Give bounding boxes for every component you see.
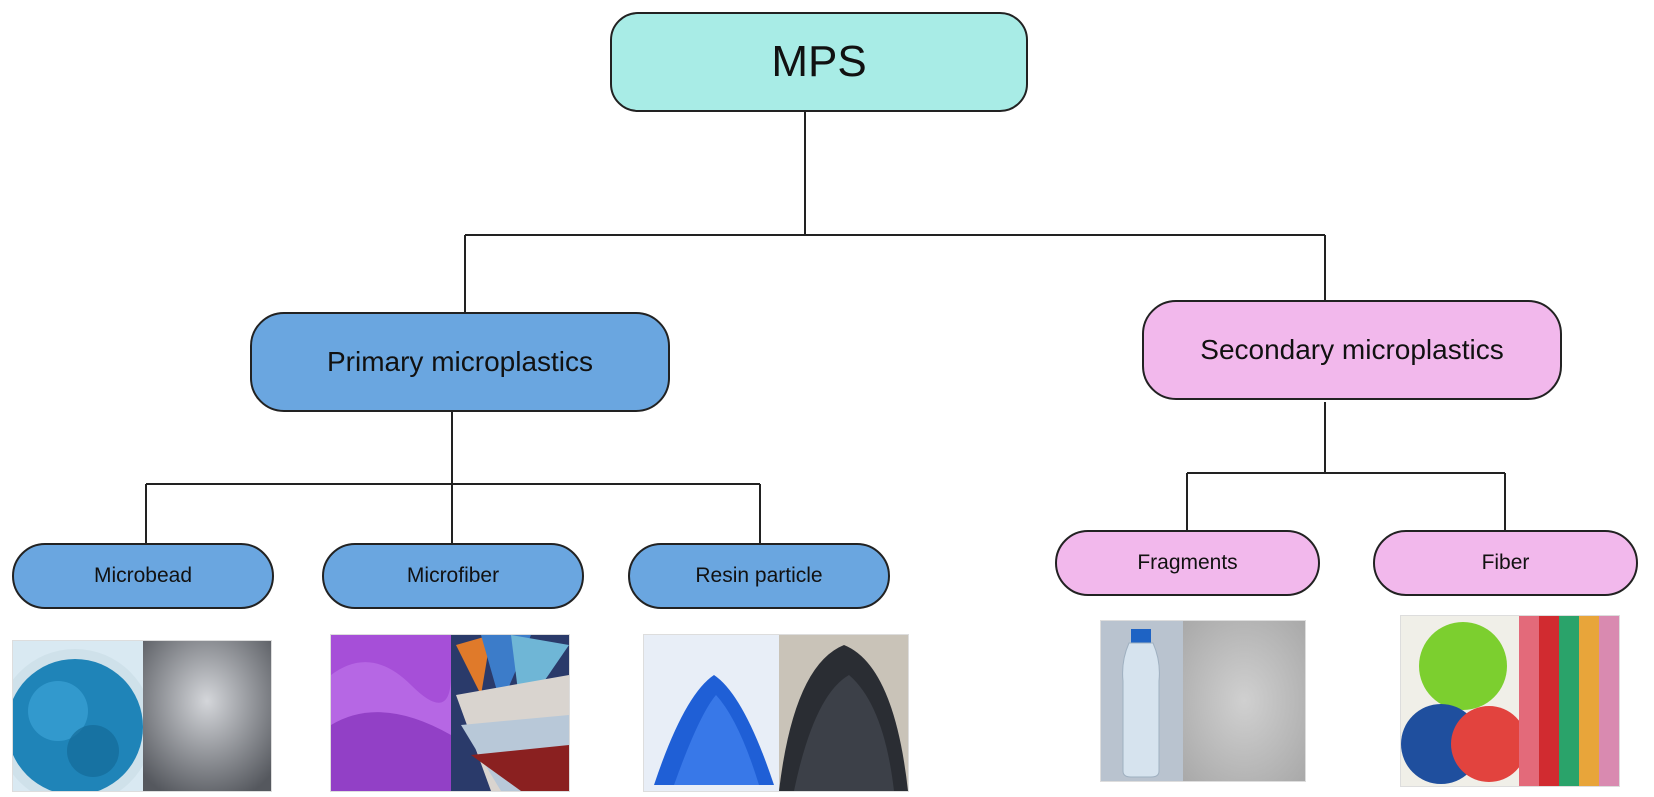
- microbead-photo: [12, 640, 272, 792]
- root-node: MPS: [610, 12, 1028, 112]
- fragments-node: Fragments: [1055, 530, 1320, 596]
- root-connector: [464, 112, 1326, 312]
- root-label: MPS: [771, 37, 867, 86]
- microbead-node: Microbead: [12, 543, 274, 609]
- microfiber-label: Microfiber: [406, 564, 500, 587]
- fiber-label: Fiber: [1481, 551, 1530, 574]
- fragments-photo: [1100, 620, 1306, 782]
- fiber-node: Fiber: [1373, 530, 1638, 596]
- resin-particle-node: Resin particle: [628, 543, 890, 609]
- resin-particle-label: Resin particle: [695, 564, 823, 587]
- microfiber-photo: [330, 634, 570, 792]
- primary-connector: [145, 412, 761, 543]
- microbead-label: Microbead: [93, 564, 193, 587]
- secondary-microplastics-node: Secondary microplastics: [1142, 300, 1562, 400]
- secondary-connector: [1186, 402, 1506, 530]
- fragments-label: Fragments: [1137, 551, 1238, 574]
- fiber-photo: [1400, 615, 1620, 787]
- secondary-label: Secondary microplastics: [1200, 334, 1504, 365]
- resin-particle-photo: [643, 634, 909, 792]
- primary-label: Primary microplastics: [326, 346, 594, 377]
- microfiber-node: Microfiber: [322, 543, 584, 609]
- primary-microplastics-node: Primary microplastics: [250, 312, 670, 412]
